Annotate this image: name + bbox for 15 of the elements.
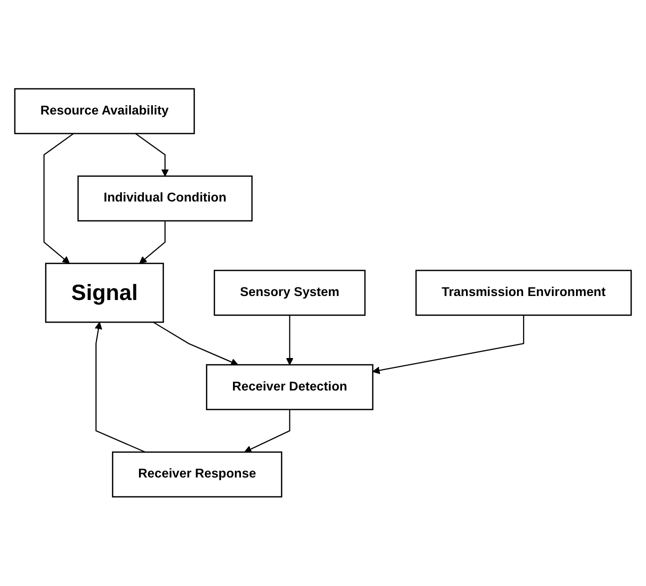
node-box: Signal <box>45 262 164 324</box>
node-box: Transmission Environment <box>415 270 632 316</box>
node-box: Individual Condition <box>77 176 253 222</box>
node-box: Resource Availability <box>14 88 195 134</box>
node-box: Receiver Detection <box>206 364 374 410</box>
node-box: Receiver Response <box>112 452 282 498</box>
arrow <box>152 322 238 366</box>
node-box: Sensory System <box>214 270 366 316</box>
arrow <box>139 221 166 264</box>
arrow <box>135 133 169 177</box>
arrow <box>372 315 524 374</box>
arrow <box>94 322 146 453</box>
arrow <box>286 315 294 366</box>
arrow <box>244 410 290 453</box>
arrow <box>43 133 74 264</box>
